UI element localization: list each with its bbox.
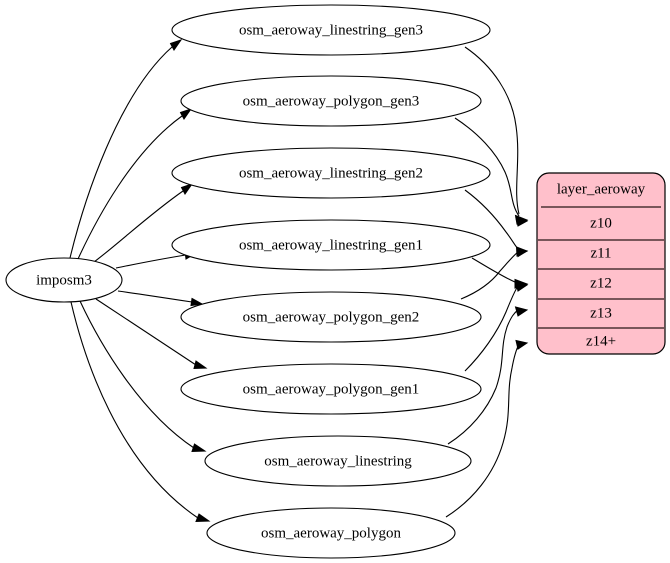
osm-aeroway-linestring-gen2-label: osm_aeroway_linestring_gen2	[239, 165, 423, 181]
row-label-z13: z13	[590, 305, 612, 321]
osm-aeroway-polygon-gen3-label: osm_aeroway_polygon_gen3	[243, 93, 420, 109]
layer-aeroway-row-z12[interactable]: z12	[590, 275, 612, 291]
edge-imposm3-to-linestring-gen2	[93, 183, 194, 263]
layer-aeroway-row-z14plus[interactable]: z14+	[586, 333, 616, 349]
node-osm-aeroway-polygon[interactable]: osm_aeroway_polygon	[206, 507, 456, 559]
imposm3-label: imposm3	[36, 272, 92, 288]
node-osm-aeroway-polygon-gen2[interactable]: osm_aeroway_polygon_gen2	[180, 291, 482, 343]
edge-group-tables-to-layer	[445, 46, 529, 518]
osm-aeroway-polygon-gen2-label: osm_aeroway_polygon_gen2	[243, 309, 420, 325]
edge-imposm3-to-polygon	[70, 301, 211, 523]
node-osm-aeroway-linestring-gen2[interactable]: osm_aeroway_linestring_gen2	[171, 147, 491, 199]
osm-aeroway-polygon-gen1-ellipse[interactable]	[180, 363, 482, 415]
layer-aeroway-row-z10[interactable]: z10	[590, 215, 612, 231]
osm-aeroway-polygon-gen1-label: osm_aeroway_polygon_gen1	[243, 381, 420, 397]
node-imposm3[interactable]: imposm3	[5, 257, 123, 303]
node-osm-aeroway-linestring-gen3[interactable]: osm_aeroway_linestring_gen3	[171, 4, 491, 56]
row-label-z14plus: z14+	[586, 333, 616, 349]
osm-aeroway-polygon-label: osm_aeroway_polygon	[261, 525, 401, 541]
osm-aeroway-linestring-gen1-label: osm_aeroway_linestring_gen1	[239, 237, 423, 253]
osm-aeroway-linestring-ellipse[interactable]	[204, 435, 472, 487]
edge-group-source-to-tables	[69, 39, 211, 523]
edge-imposm3-to-polygon-gen3	[77, 108, 193, 260]
edge-polygon-to-z14	[445, 339, 529, 518]
node-osm-aeroway-linestring[interactable]: osm_aeroway_linestring	[204, 435, 472, 487]
osm-aeroway-linestring-gen1-ellipse[interactable]	[171, 219, 491, 271]
osm-aeroway-linestring-gen2-ellipse[interactable]	[171, 147, 491, 199]
osm-aeroway-linestring-label: osm_aeroway_linestring	[264, 453, 412, 469]
osm-aeroway-linestring-gen3-ellipse[interactable]	[171, 4, 491, 56]
edge-imposm3-to-polygon-gen1	[95, 298, 208, 370]
edge-linestring-to-z13	[447, 306, 529, 445]
edge-polygon-gen2-to-z11	[460, 247, 529, 300]
layer-aeroway-row-z13[interactable]: z13	[590, 305, 612, 321]
edge-polygon-gen3-to-z10	[454, 117, 529, 227]
osm-aeroway-polygon-gen3-ellipse[interactable]	[180, 75, 482, 127]
row-label-z12: z12	[590, 275, 612, 291]
node-layer-aeroway-table[interactable]: layer_aeroway z10 z11 z12 z13	[536, 172, 666, 355]
osm-aeroway-polygon-ellipse[interactable]	[206, 507, 456, 559]
imposm3-ellipse[interactable]	[5, 257, 123, 303]
edge-imposm3-to-linestring	[79, 300, 207, 453]
osm-aeroway-linestring-gen3-label: osm_aeroway_linestring_gen3	[239, 22, 423, 38]
layer-aeroway-header-label: layer_aeroway	[557, 181, 646, 197]
edge-polygon-gen1-to-z12	[464, 281, 529, 372]
row-label-z11: z11	[590, 245, 611, 261]
osm-aeroway-polygon-gen2-ellipse[interactable]	[180, 291, 482, 343]
row-label-z10: z10	[590, 215, 612, 231]
layer-aeroway-body	[537, 173, 665, 354]
node-osm-aeroway-polygon-gen1[interactable]: osm_aeroway_polygon_gen1	[180, 363, 482, 415]
layer-aeroway-outline	[536, 172, 666, 355]
edge-imposm3-to-polygon-gen2	[117, 290, 204, 307]
node-osm-aeroway-linestring-gen1[interactable]: osm_aeroway_linestring_gen1	[171, 219, 491, 271]
layer-aeroway-header-row[interactable]: layer_aeroway	[557, 181, 646, 197]
node-osm-aeroway-polygon-gen3[interactable]: osm_aeroway_polygon_gen3	[180, 75, 482, 127]
edge-imposm3-to-linestring-gen3	[69, 39, 183, 259]
layer-aeroway-row-z11[interactable]: z11	[590, 245, 611, 261]
